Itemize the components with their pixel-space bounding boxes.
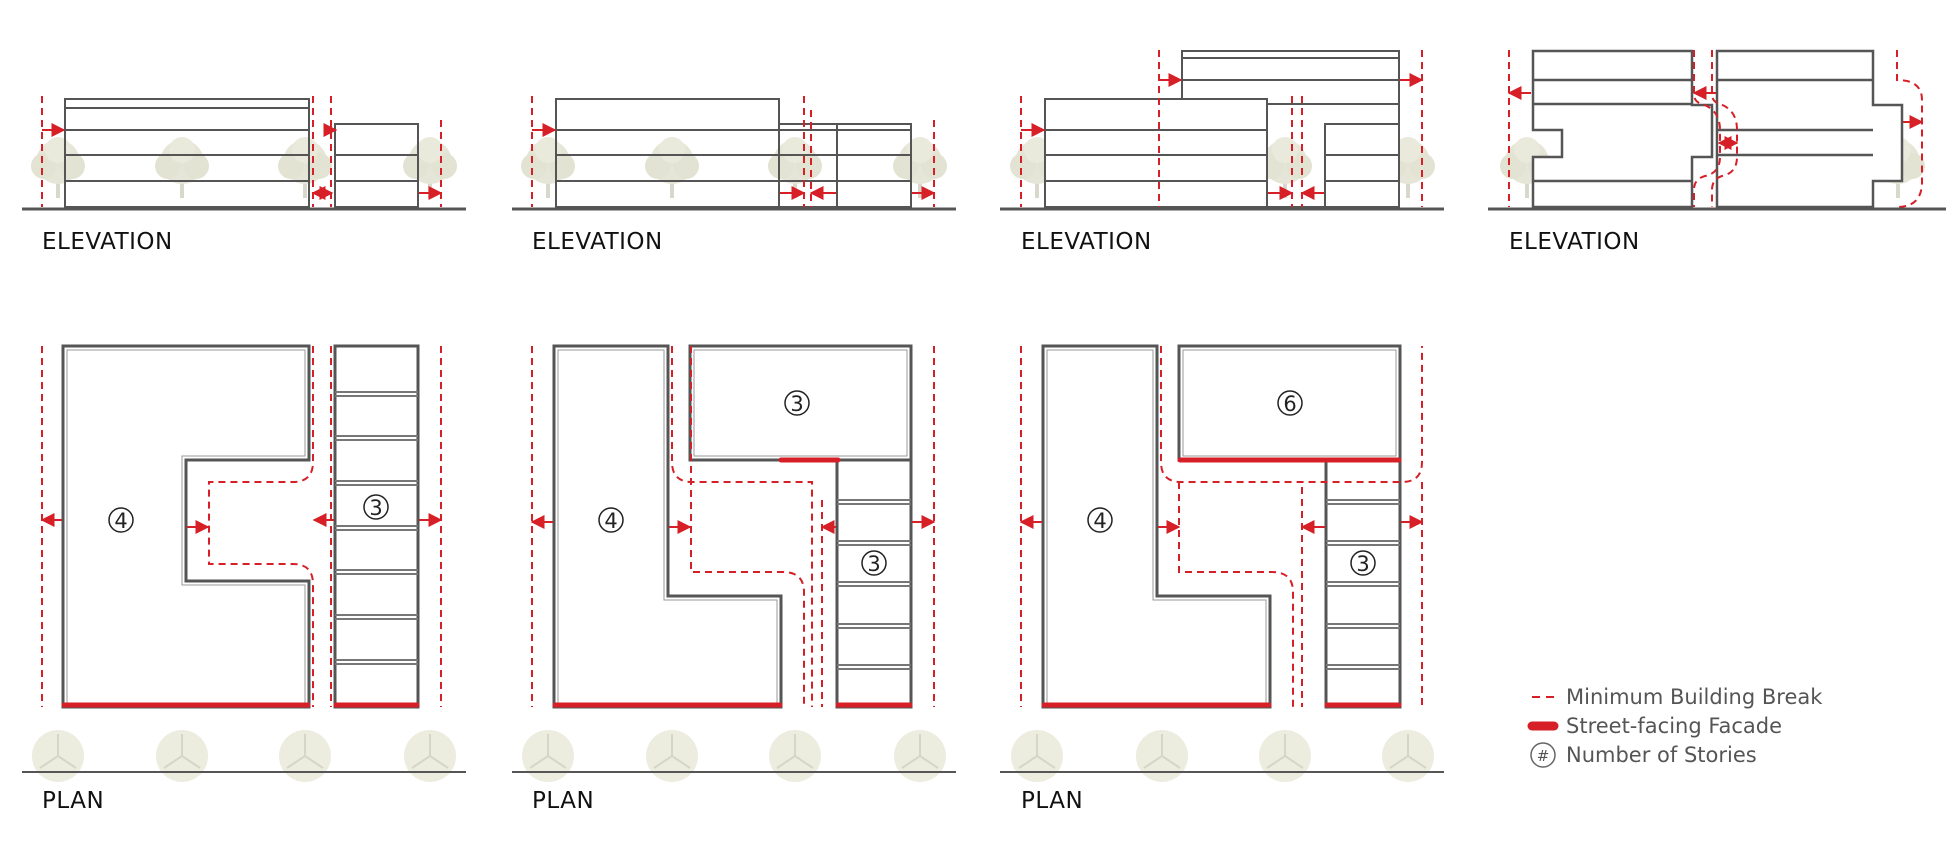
svg-text:3: 3 <box>1356 552 1369 576</box>
svg-text:Minimum Building Break: Minimum Building Break <box>1566 685 1823 709</box>
legend-item-break: Minimum Building Break <box>1532 685 1823 709</box>
trees <box>31 137 457 198</box>
story-count-side: 3 <box>861 550 887 576</box>
elevation-label: ELEVATION <box>42 229 173 255</box>
break-arrows <box>530 515 936 534</box>
svg-text:Number of Stories: Number of Stories <box>1566 743 1757 767</box>
break-arrows <box>40 513 443 534</box>
building-footprints <box>552 344 913 709</box>
elevation-2: ELEVATION <box>512 96 956 255</box>
plan-1: 4 3 PLAN <box>22 344 466 814</box>
minimum-break-lines <box>41 96 443 207</box>
elevation-label: ELEVATION <box>1509 229 1640 255</box>
elevation-label: ELEVATION <box>1021 229 1152 255</box>
story-count-side: 3 <box>1350 550 1376 576</box>
plan-label: PLAN <box>1021 788 1083 814</box>
break-arrows <box>1019 515 1424 534</box>
trees <box>521 137 947 198</box>
svg-text:Street-facing Facade: Street-facing Facade <box>1566 714 1782 738</box>
street-facing-facade <box>552 457 913 708</box>
plan-label: PLAN <box>42 788 104 814</box>
story-count-main: 4 <box>1087 507 1113 533</box>
svg-text:3: 3 <box>369 496 382 520</box>
svg-text:3: 3 <box>867 552 880 576</box>
minimum-break-lines <box>1020 50 1424 207</box>
elevation-4: ELEVATION <box>1488 49 1946 255</box>
street-trees <box>31 729 457 783</box>
legend-item-stories: # Number of Stories <box>1530 742 1757 768</box>
story-count-top: 3 <box>784 390 810 416</box>
street-facing-facade <box>1041 457 1402 708</box>
story-count-side: 3 <box>363 494 389 520</box>
legend-item-facade: Street-facing Facade <box>1527 714 1782 738</box>
elevation-label: ELEVATION <box>532 229 663 255</box>
svg-text:4: 4 <box>604 509 617 533</box>
building-footprints <box>61 344 420 709</box>
plan-3: 4 6 3 PLAN <box>1000 344 1444 814</box>
street-trees <box>521 729 947 783</box>
elevation-1: ELEVATION <box>22 96 466 255</box>
story-count-main: 4 <box>108 507 134 533</box>
svg-text:3: 3 <box>790 392 803 416</box>
building-blocks <box>1531 49 1904 209</box>
svg-text:6: 6 <box>1283 392 1296 416</box>
legend: Minimum Building Break Street-facing Fac… <box>1527 685 1823 768</box>
building-blocks <box>64 98 419 208</box>
street-trees <box>1010 729 1435 783</box>
elevation-3: ELEVATION <box>1000 50 1444 255</box>
svg-text:4: 4 <box>114 509 127 533</box>
plan-2: 4 3 3 PLAN <box>512 344 956 814</box>
story-count-main: 4 <box>598 507 624 533</box>
building-blocks <box>555 98 912 208</box>
break-arrows <box>1507 86 1924 150</box>
minimum-break-lines <box>1508 50 1923 208</box>
svg-text:#: # <box>1537 747 1550 765</box>
plan-label: PLAN <box>532 788 594 814</box>
story-count-top: 6 <box>1277 390 1303 416</box>
svg-text:4: 4 <box>1093 509 1106 533</box>
minimum-break-lines <box>531 96 936 207</box>
building-blocks <box>1044 50 1400 208</box>
